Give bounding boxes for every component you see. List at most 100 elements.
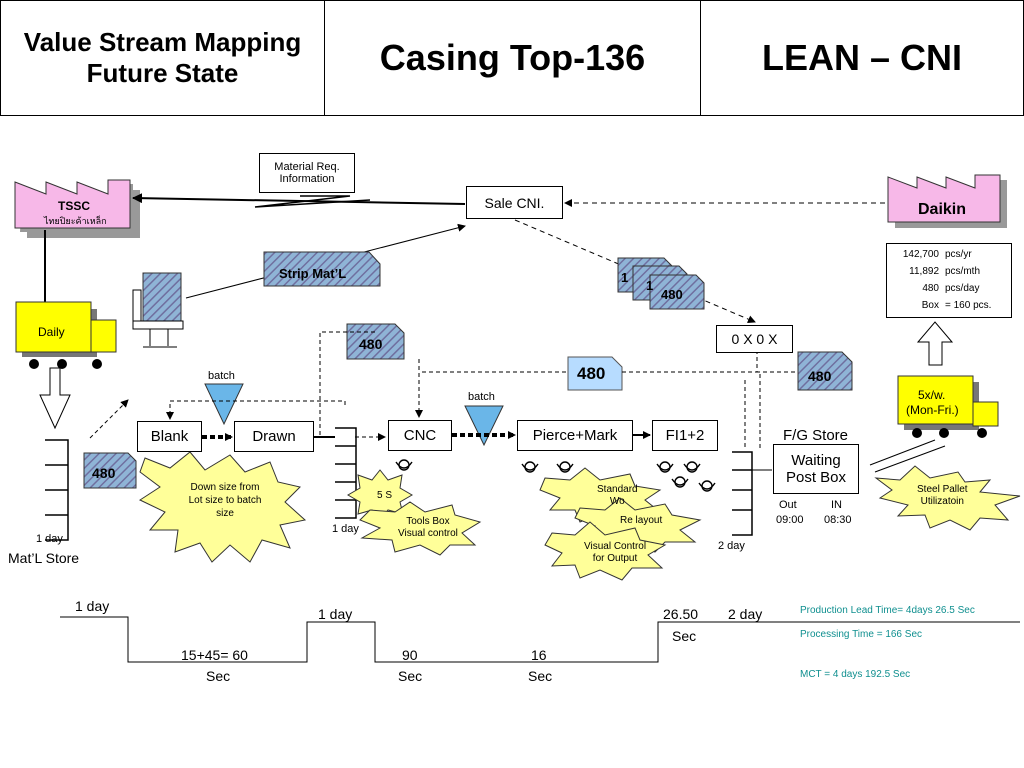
demand-row: 142,700 pcs/yr: [887, 246, 1011, 263]
kaizen-visual-l2: for Output: [592, 553, 638, 564]
daily-truck-icon: [15, 301, 117, 369]
process-pierce-mark[interactable]: Pierce+Mark: [517, 420, 633, 451]
load-leveling-label: 0 X 0 X: [731, 331, 778, 347]
demand-qty: 480: [922, 283, 939, 294]
process-drawn[interactable]: Drawn: [234, 421, 314, 452]
kaizen-tools-l1: Tools Box: [406, 516, 450, 527]
fg-in-time: 08:30: [824, 514, 852, 526]
center-kanban: [567, 356, 623, 391]
daily-truck-label: Daily: [38, 325, 65, 339]
supplier-factory-icon: [14, 179, 140, 238]
fg-withdrawal-line: [622, 371, 761, 448]
post-kanban-3: [649, 274, 705, 310]
summary-mct: MCT = 4 days 192.5 Sec: [800, 669, 911, 680]
demand-row: Box = 160 pcs.: [887, 297, 1011, 314]
kaizen-steel-pallet: [874, 465, 1021, 531]
operator-icons: [395, 459, 716, 492]
header-left-line2: Future State: [86, 58, 239, 88]
timeline-t2-unit: Sec: [398, 668, 423, 684]
shipment-arrow-down: [39, 367, 71, 430]
batch-label-right: batch: [468, 391, 495, 403]
process-cnc[interactable]: CNC: [388, 420, 452, 451]
demand-unit: pcs/day: [945, 283, 980, 294]
demand-qty: Box: [921, 300, 939, 311]
fg-out-time: 09:00: [776, 514, 804, 526]
header-left-line1: Value Stream Mapping: [23, 27, 302, 57]
fg-in-label: IN: [831, 499, 842, 511]
kaizen-downsize-l2: Lot size to batch: [188, 495, 262, 506]
kaizen-visual-text: Visual Control for Output: [584, 541, 646, 565]
timeline-t3-val: 16: [531, 647, 547, 663]
process-blank[interactable]: Blank: [137, 421, 202, 452]
header-center-title: Casing Top-136: [379, 37, 646, 78]
timeline-t1-val: 15+45= 60: [181, 647, 248, 663]
supplier-name: TSSC: [58, 199, 91, 213]
header-right-cell: LEAN – CNI: [700, 0, 1024, 116]
post-kanban-3-label: 480: [661, 287, 683, 302]
timeline-t4-val: 26.50: [663, 606, 699, 622]
material-req-box: Material Req. Information: [259, 153, 355, 193]
process-blank-label: Blank: [150, 428, 189, 445]
kaizen-standard-text: Standard Wo: [597, 484, 638, 508]
right-kanban-label: 480: [808, 368, 832, 384]
strip-kanban-label: Strip Mat’L: [279, 266, 347, 281]
header-center-cell: Casing Top-136: [324, 0, 701, 116]
material-req-line2: Information: [279, 173, 335, 185]
shipping-truck-icon: [897, 375, 999, 438]
customer-factory-icon: [887, 174, 1007, 228]
kaizen-standard-l1: Standard: [597, 484, 638, 495]
process-fi[interactable]: FI1+2: [652, 420, 718, 451]
process-pierce-label: Pierce+Mark: [532, 427, 618, 444]
store-pull-arrow: [89, 399, 129, 439]
batch-pull-line: [166, 400, 346, 420]
demand-unit: pcs/mth: [945, 266, 981, 277]
pallet-line-1: [869, 439, 936, 466]
post-kanban-1-label: 1: [621, 270, 629, 285]
shipment-arrow-up: [916, 321, 954, 366]
electronic-info-zigzag: [254, 195, 371, 208]
post-box-line2: Post Box: [785, 469, 847, 486]
operator-chair-icon: [132, 272, 184, 348]
center-kanban-label: 480: [577, 364, 606, 383]
store-kanban-label: 480: [92, 465, 116, 481]
kanban-loop-left: [319, 331, 375, 438]
batch-triangle-left: [204, 383, 244, 426]
supplier-subname: ไทยปิยะค้าเหล็ก: [44, 217, 107, 227]
timeline-t4-unit: Sec: [672, 628, 697, 644]
ship-truck-line2: (Mon-Fri.): [906, 403, 959, 417]
demand-unit: pcs/yr: [945, 249, 972, 260]
demand-unit: = 160 pcs.: [945, 300, 992, 311]
sale-cni-box[interactable]: Sale CNI.: [466, 186, 563, 219]
kaizen-visual-control: [544, 521, 667, 581]
process-cnc-label: CNC: [403, 427, 437, 444]
kaizen-tools-box: [359, 501, 482, 556]
cnc-kanban: [346, 323, 405, 360]
strip-material-kanban: [263, 251, 381, 287]
store-kanban: [83, 452, 137, 489]
process-drawn-label: Drawn: [252, 428, 296, 445]
timeline-t1-unit: Sec: [206, 668, 231, 684]
matl-days: 1 day: [36, 533, 63, 545]
info-arrow-to-supplier: [132, 193, 466, 205]
fg-out-label: Out: [779, 499, 797, 511]
kaizen-downsize: [138, 451, 307, 563]
fg-supermarket-icon: [732, 451, 753, 536]
fg-days: 2 day: [718, 540, 745, 552]
sale-cni-label: Sale CNI.: [484, 194, 545, 211]
material-req-line1: Material Req.: [274, 161, 340, 173]
lead-time-ladder: [60, 616, 1020, 663]
right-kanban: [797, 351, 853, 391]
demand-qty: 142,700: [902, 249, 939, 260]
kaizen-standard-l2: Wo: [609, 496, 625, 507]
matl-supermarket-icon: [45, 439, 69, 541]
kaizen-pallet-text: Steel Pallet Utilizatoin: [917, 484, 968, 508]
cnc-wip-days: 1 day: [332, 523, 359, 535]
timeline-t1-top: 1 day: [75, 598, 110, 614]
ship-truck-line1: 5x/w.: [918, 388, 946, 402]
kaizen-visual-l1: Visual Control: [584, 541, 647, 552]
pallet-line-2: [874, 445, 946, 473]
customer-name: Daikin: [918, 201, 967, 218]
